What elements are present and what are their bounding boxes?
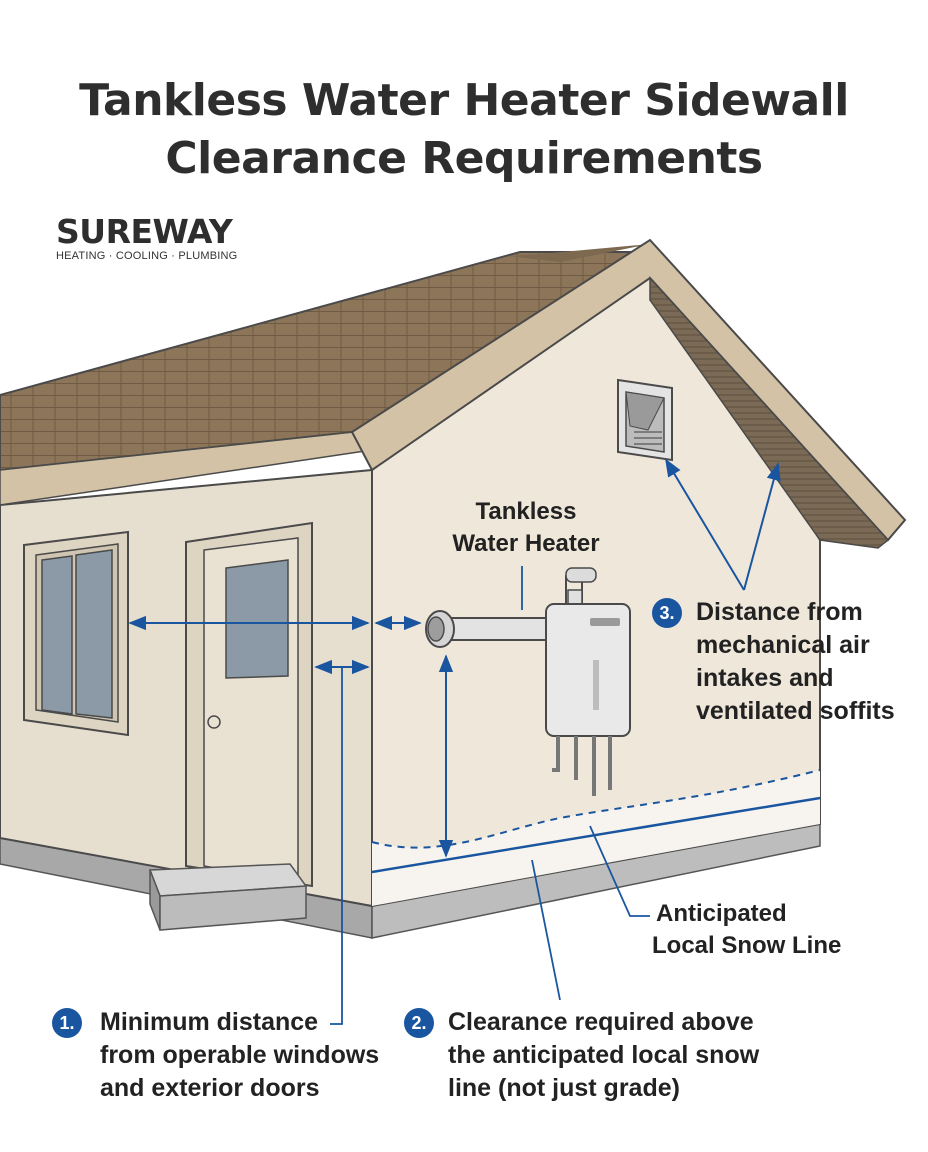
water-heater [425,567,631,796]
callout-3-line-1: Distance from [696,598,863,626]
callout-1-line-1: Minimum distance [100,1008,319,1036]
callout-1-line-2: from operable windows [100,1041,380,1069]
logo-tagline: HEATING · COOLING · PLUMBING [56,250,238,262]
arrow-to-intake [665,458,745,591]
callout-2-text: Clearance required above the anticipated… [448,1006,759,1105]
air-intake-vent [617,378,673,462]
snow-dashed-line [371,769,821,849]
callout-1-line-3: and exterior doors [100,1074,320,1102]
heater-label-line-2: Water Heater [452,530,600,557]
snow-solid-line [371,796,821,874]
snow-line-label: Anticipated Local Snow Line [652,898,841,962]
heater-label: Tankless Water Heater [446,496,606,560]
dimension-arrows [128,458,781,858]
leader-lines [330,566,650,1025]
door [185,521,313,888]
title-line-1: Tankless Water Heater Sidewall [79,75,849,126]
company-logo: SUREWAY HEATING · COOLING · PLUMBING [56,212,237,262]
snow-line-label-line-2: Local Snow Line [652,932,842,959]
callout-2-line-1: Clearance required above [448,1008,754,1036]
callout-1-badge: 1. [52,1008,82,1038]
snow-line-label-line-1: Anticipated [656,900,787,927]
callout-3-line-3: intakes and [696,664,834,692]
arrow-to-soffit [743,462,781,591]
callout-2-line-3: line (not just grade) [448,1074,680,1102]
door-step [148,863,308,931]
logo-name: SUREWAY [56,212,233,251]
callout-3-text: Distance from mechanical air intakes and… [696,596,895,728]
callout-3-line-2: mechanical air [696,631,870,659]
callout-1-text: Minimum distance from operable windows a… [100,1006,379,1105]
callout-3-badge: 3. [652,598,682,628]
callout-2-badge: 2. [404,1008,434,1038]
soffit [649,276,890,549]
heater-label-line-1: Tankless [475,498,577,525]
window [23,530,129,737]
title-line-2: Clearance Requirements [165,133,763,184]
page-title: Tankless Water Heater Sidewall Clearance… [0,72,928,188]
callout-2-line-2: the anticipated local snow [448,1041,760,1069]
left-roof-ridge [508,244,650,262]
callout-3-line-4: ventilated soffits [696,697,895,725]
